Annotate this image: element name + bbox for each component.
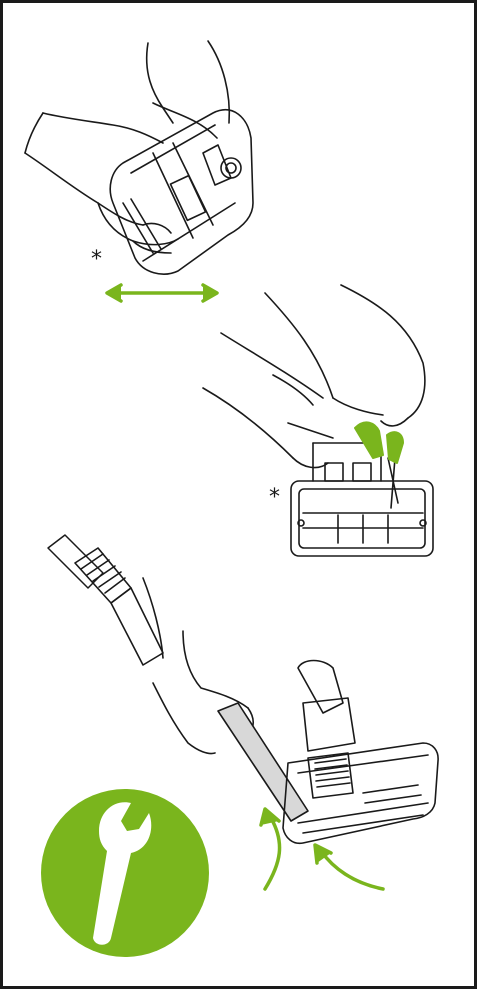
- illustration-canvas: [3, 3, 474, 986]
- asterisk-marker-2: *: [269, 487, 280, 509]
- asterisk-marker-1: *: [91, 249, 102, 271]
- panel-2-illustration: [203, 285, 433, 556]
- curved-arrows: [261, 809, 383, 889]
- maintenance-badge: [41, 789, 209, 957]
- double-arrow-horizontal: [107, 285, 217, 301]
- panel-1-illustration: [25, 41, 253, 274]
